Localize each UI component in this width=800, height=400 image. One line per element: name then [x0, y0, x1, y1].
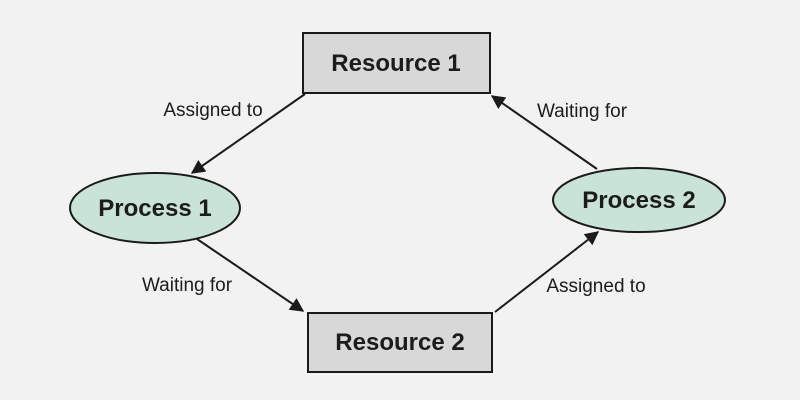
- node-resource-2-label: Resource 2: [335, 329, 464, 356]
- node-process-1-ellipse: [69, 172, 241, 244]
- node-process-1-label: Process 1: [98, 195, 211, 222]
- node-process-2-label: Process 2: [582, 187, 695, 214]
- node-resource-1-label: Resource 1: [331, 50, 460, 77]
- edge-label-assigned-to-top-left: Assigned to: [163, 100, 262, 121]
- edge-process2-to-resource1-arrow: [490, 95, 598, 170]
- edge-label-waiting-for-top-right: Waiting for: [537, 101, 628, 122]
- node-process-2-ellipse: [552, 167, 726, 233]
- edge-resource2-to-process2-arrow: [494, 231, 600, 313]
- edge-label-assigned-to-bottom-right: Assigned to: [546, 276, 645, 297]
- node-resource-1-box: [302, 32, 491, 94]
- edge-resource1-to-process1-arrow: [190, 93, 306, 174]
- edge-label-waiting-for-bottom-left: Waiting for: [142, 275, 233, 296]
- edge-process1-to-resource2-arrow: [196, 238, 305, 312]
- node-resource-2-box: [307, 312, 493, 373]
